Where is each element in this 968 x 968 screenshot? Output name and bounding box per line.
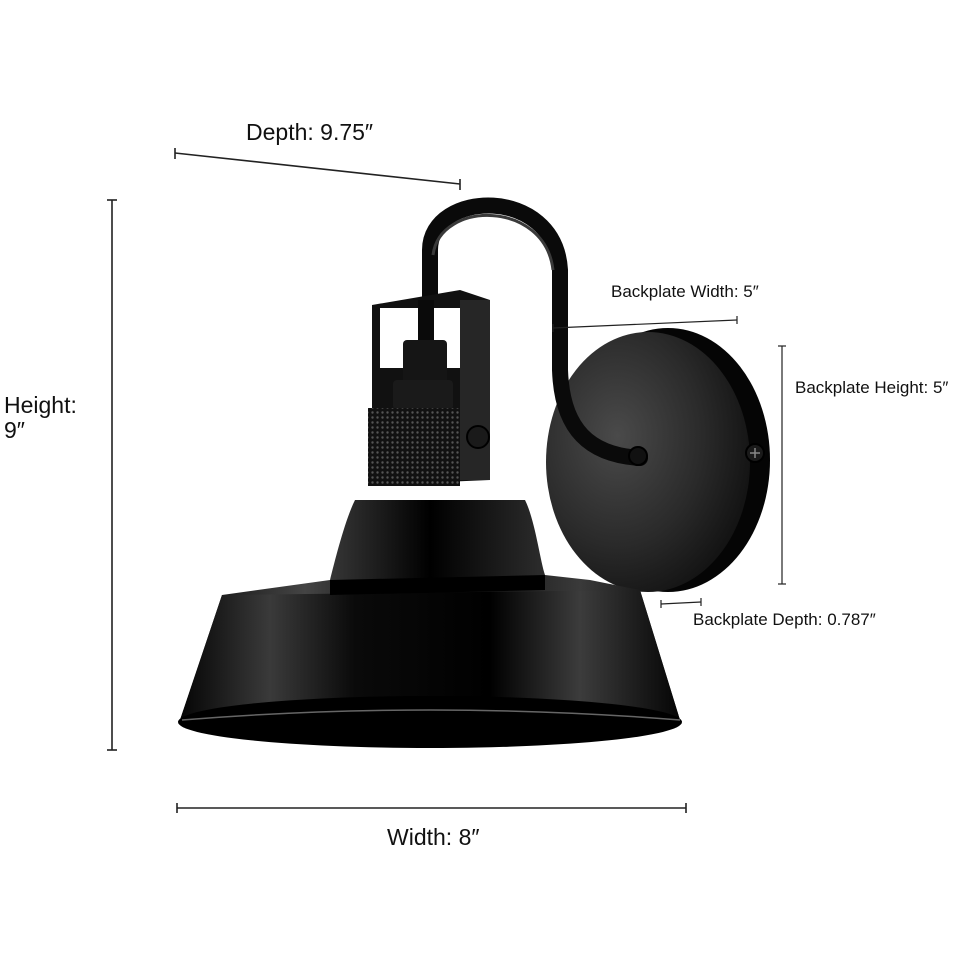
height-label-title: Height:	[4, 392, 77, 418]
width-dimension-line	[176, 803, 687, 813]
backplate-depth-label: Backplate Depth: 0.787″	[693, 610, 876, 629]
backplate-width-dimension-line	[552, 316, 738, 332]
lamp-shade	[178, 500, 682, 748]
backplate-height-label: Backplate Height: 5″	[795, 378, 949, 397]
backplate-width-label: Backplate Width: 5″	[611, 282, 759, 301]
depth-dimension-line	[174, 148, 461, 190]
gooseneck-arm	[422, 197, 648, 466]
backplate	[546, 328, 770, 592]
height-label-value: 9″	[4, 417, 25, 444]
height-label: Height: 9″	[4, 392, 77, 444]
height-dimension-line	[107, 199, 117, 751]
width-label: Width: 8″	[387, 824, 480, 850]
backplate-depth-dimension-line	[660, 598, 702, 608]
socket-bracket	[368, 290, 490, 486]
backplate-height-dimension-line	[778, 345, 786, 585]
depth-label: Depth: 9.75″	[246, 119, 374, 145]
